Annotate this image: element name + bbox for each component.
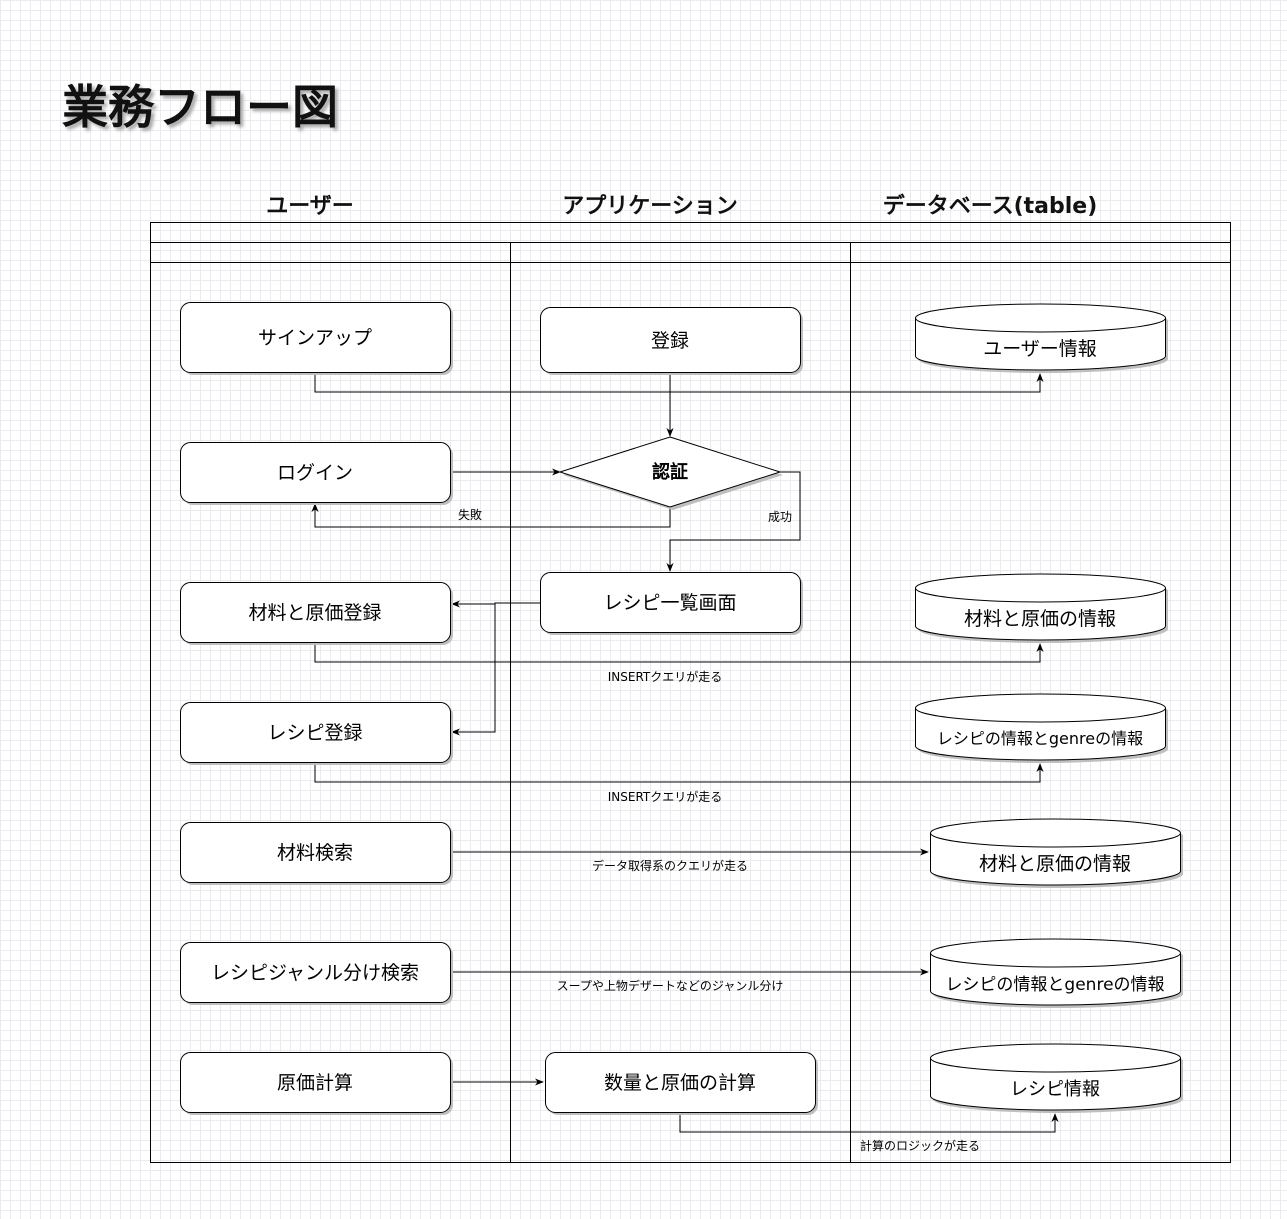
lane-header-user: ユーザー <box>266 194 354 219</box>
edge-ingredient-register-to-db <box>314 642 1044 663</box>
node-ingredient-cost-register-label: 材料と原価登録 <box>248 602 381 624</box>
node-login-label: ログイン <box>277 462 353 484</box>
edges <box>311 372 1059 1133</box>
edge-label-genre-split: スープや上物デザートなどのジャンル分け <box>557 978 784 993</box>
db-user-info-label: ユーザー情報 <box>983 338 1097 360</box>
node-cost-calc[interactable]: 原価計算 <box>180 1052 454 1116</box>
lane-header-database: データベース(table) <box>883 193 1098 219</box>
edge-label-insert-1: INSERTクエリが走る <box>608 669 723 684</box>
node-recipe-genre-search-label: レシピジャンル分け検索 <box>211 962 419 984</box>
edge-auth-fail-to-login <box>311 503 671 528</box>
edge-label-fail: 失敗 <box>458 507 482 522</box>
edge-auth-success-to-list <box>666 471 801 572</box>
db-recipe-info[interactable]: レシピ情報 <box>930 1043 1184 1113</box>
edge-list-to-recipe-register <box>451 603 496 736</box>
node-ingredient-search[interactable]: 材料検索 <box>180 822 454 886</box>
db-recipe-genre-1[interactable]: レシピの情報とgenreの情報 <box>915 693 1169 763</box>
node-recipe-register[interactable]: レシピ登録 <box>180 702 454 766</box>
node-auth[interactable]: 認証 <box>558 436 783 510</box>
node-signup-label: サインアップ <box>258 327 372 349</box>
node-register-label: 登録 <box>651 330 689 352</box>
node-qty-cost-calc-label: 数量と原価の計算 <box>604 1072 756 1094</box>
edge-label-data-fetch: データ取得系のクエリが走る <box>592 858 748 873</box>
db-ingredient-cost-1[interactable]: 材料と原価の情報 <box>915 573 1169 643</box>
db-recipe-info-label: レシピ情報 <box>1010 1079 1100 1100</box>
db-ingredient-cost-2[interactable]: 材料と原価の情報 <box>930 818 1184 888</box>
db-recipe-genre-2[interactable]: レシピの情報とgenreの情報 <box>930 938 1184 1008</box>
node-recipe-list[interactable]: レシピ一覧画面 <box>540 572 804 636</box>
node-cost-calc-label: 原価計算 <box>277 1072 353 1094</box>
node-register[interactable]: 登録 <box>540 307 804 376</box>
node-login[interactable]: ログイン <box>180 442 454 506</box>
edge-label-success: 成功 <box>768 510 792 524</box>
pool-border <box>150 222 1231 1163</box>
node-ingredient-cost-register[interactable]: 材料と原価登録 <box>180 582 454 646</box>
db-user-info[interactable]: ユーザー情報 <box>915 303 1169 373</box>
node-recipe-genre-search[interactable]: レシピジャンル分け検索 <box>180 942 454 1006</box>
edge-label-insert-2: INSERTクエリが走る <box>608 789 723 804</box>
edge-signup-to-userinfo <box>314 372 1044 393</box>
node-qty-cost-calc[interactable]: 数量と原価の計算 <box>545 1052 819 1116</box>
lane-header-application: アプリケーション <box>562 194 738 219</box>
node-recipe-list-label: レシピ一覧画面 <box>603 592 736 614</box>
edge-label-calc-logic: 計算のロジックが走る <box>860 1138 980 1153</box>
edge-list-to-ingredient-register <box>451 600 540 608</box>
db-ingredient-cost-1-label: 材料と原価の情報 <box>964 608 1116 630</box>
swimlane-pool <box>150 222 1231 1163</box>
node-recipe-register-label: レシピ登録 <box>267 722 362 744</box>
page-title: 業務フロー図 <box>62 80 338 134</box>
node-ingredient-search-label: 材料検索 <box>277 842 353 864</box>
db-recipe-genre-2-label: レシピの情報とgenreの情報 <box>945 975 1164 995</box>
edge-recipe-register-to-db <box>314 762 1044 783</box>
db-recipe-genre-1-label: レシピの情報とgenreの情報 <box>937 729 1143 748</box>
db-ingredient-cost-2-label: 材料と原価の情報 <box>979 853 1131 875</box>
node-signup[interactable]: サインアップ <box>180 302 454 376</box>
node-auth-label: 認証 <box>652 461 688 483</box>
edge-qtycalc-to-recipeinfo <box>679 1112 1059 1133</box>
